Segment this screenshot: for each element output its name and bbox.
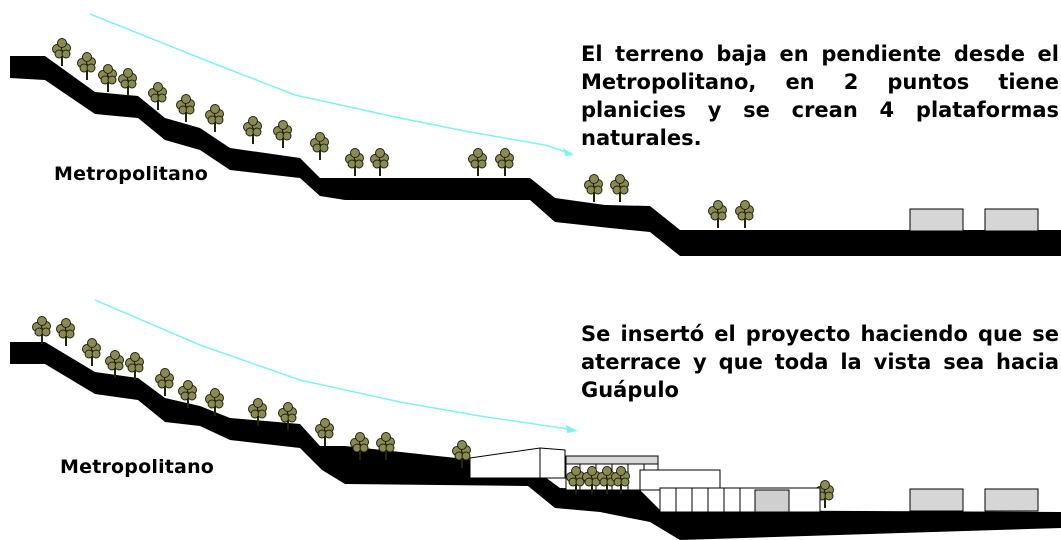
view-arrow-line — [89, 13, 573, 155]
neighbor-buildings — [909, 488, 1039, 512]
tree-icon — [51, 37, 72, 67]
location-label-metropolitano: Metropolitano — [60, 456, 215, 478]
tree-icon — [272, 119, 293, 149]
building-block — [909, 208, 964, 232]
building-block — [984, 208, 1039, 232]
tree-icon — [314, 417, 335, 447]
section-proposed-project — [10, 299, 1061, 540]
location-label-metropolitano: Metropolitano — [54, 163, 209, 185]
description-text: Se insertó el proyecto haciendo que se a… — [581, 322, 1059, 402]
tree-icon — [154, 367, 175, 397]
building-block — [909, 488, 964, 512]
tree-icon — [583, 173, 604, 203]
tree-icon — [344, 147, 365, 177]
tree-icon — [175, 93, 196, 123]
tree-icon — [467, 147, 488, 177]
tree-icon — [707, 199, 728, 229]
glass-block — [639, 469, 721, 491]
tree-icon — [97, 63, 118, 93]
tree-icon — [81, 337, 102, 367]
tree-icon — [734, 199, 755, 229]
tree-icon — [309, 131, 330, 161]
terrain-profile — [10, 56, 1061, 256]
tree-icon — [204, 103, 225, 133]
tree-icon — [147, 81, 168, 111]
section-existing-terrain — [10, 13, 1061, 256]
tree-icon — [609, 173, 630, 203]
tree-icon — [31, 315, 52, 345]
tree-icon — [369, 147, 390, 177]
terrain-profile — [10, 342, 1061, 540]
view-arrow-head — [563, 148, 574, 156]
view-arrow-head — [566, 425, 578, 433]
view-arrow-line — [94, 299, 576, 431]
tree-icon — [76, 51, 97, 81]
tree-icon — [494, 147, 515, 177]
tree-icon — [124, 351, 145, 381]
description-text: El terreno baja en pendiente desde el Me… — [581, 42, 1059, 150]
neighbor-buildings — [909, 208, 1039, 232]
upper-terrace-building — [469, 447, 566, 479]
mid-roof — [565, 455, 659, 465]
building-block — [984, 488, 1039, 512]
tree-icon — [117, 67, 138, 97]
tree-icon — [242, 115, 263, 145]
lower-glass-panel — [754, 489, 790, 513]
tree-icon — [55, 317, 76, 347]
